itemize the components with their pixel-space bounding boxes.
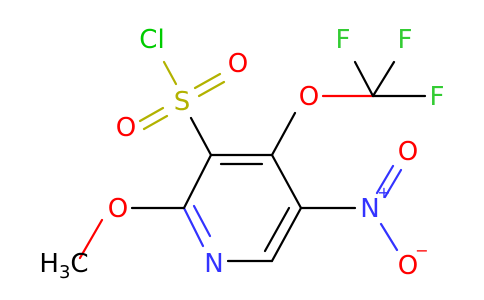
methoxy-oxygen: O bbox=[108, 194, 128, 224]
bond-cf3-f-top-left bbox=[353, 60, 375, 98]
bond-n-o-bottom bbox=[379, 222, 399, 252]
bond-ring-c5-c6-inner bbox=[263, 206, 291, 253]
nitro-nitrogen: N bbox=[360, 194, 379, 224]
fluorine-top-right: F bbox=[398, 25, 413, 55]
bonds bbox=[78, 60, 427, 263]
bond-s-o-top-b bbox=[197, 80, 226, 98]
bond-n-o-top-a bbox=[375, 164, 395, 195]
bond-ring-c4-c5 bbox=[270, 153, 303, 210]
bond-c4-o bbox=[270, 111, 297, 157]
atom-labels: Cl S O O O F F F O H3C N N + O O − bbox=[39, 25, 444, 283]
sulfur-atom: S bbox=[174, 87, 191, 117]
bond-ring-n-c2-inner bbox=[192, 204, 212, 238]
bond-s-o-bottom-b bbox=[142, 114, 169, 131]
bond-n-o-top-b bbox=[383, 168, 403, 199]
sulfonyl-oxygen-top: O bbox=[228, 49, 248, 79]
sulfonyl-oxygen-bottom: O bbox=[116, 113, 136, 143]
nitro-oxygen-top: O bbox=[398, 137, 418, 167]
ring-nitrogen: N bbox=[204, 249, 223, 279]
bond-s-o-top-a bbox=[193, 72, 222, 90]
nitro-oxygen-charge: − bbox=[415, 241, 428, 260]
bond-ring-c5-c6 bbox=[270, 206, 303, 263]
bond-ring-n-c2 bbox=[182, 206, 205, 248]
ether-oxygen-cf3: O bbox=[299, 82, 319, 112]
chlorine-atom: Cl bbox=[139, 25, 164, 55]
bond-cf3-f-top-right bbox=[371, 60, 396, 98]
bond-s-cl bbox=[162, 60, 178, 86]
bond-ring-c2-c3 bbox=[182, 153, 213, 210]
fluorine-top-left: F bbox=[336, 25, 351, 55]
bond-c3-s bbox=[189, 116, 213, 157]
fluorine-right: F bbox=[430, 82, 445, 112]
bond-o-ch3 bbox=[78, 218, 104, 260]
nitro-nitrogen-charge: + bbox=[377, 183, 390, 202]
methyl-group: H3C bbox=[39, 249, 88, 283]
bond-s-o-bottom-a bbox=[138, 106, 165, 123]
nitro-oxygen-bottom: O bbox=[398, 251, 418, 281]
